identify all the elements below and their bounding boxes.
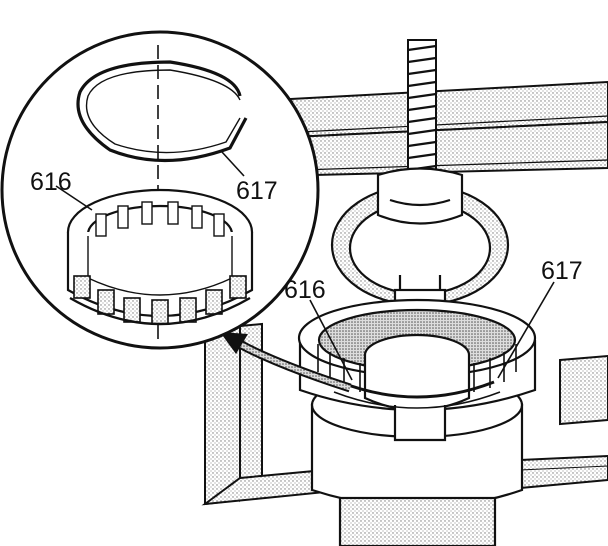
inset-roller-clutch <box>66 188 254 326</box>
press-adapter <box>330 167 510 314</box>
callout-617-assembly: 617 <box>541 257 583 285</box>
fixture-post-left <box>204 324 241 506</box>
inset-snap-ring <box>76 60 248 163</box>
direction-arrow <box>220 332 352 393</box>
assembly-leader-616 <box>309 299 353 381</box>
inset-leader-617 <box>221 151 245 177</box>
callout-616-assembly: 616 <box>284 276 326 304</box>
detail-inset <box>0 30 320 350</box>
inset-leader-616 <box>55 185 93 211</box>
bench-fixture <box>201 80 608 506</box>
press-screw <box>407 39 437 191</box>
callout-616-inset: 616 <box>30 168 72 196</box>
assembly-leader-617 <box>497 281 555 379</box>
clutch-drum-assembly <box>297 298 537 546</box>
callout-617-inset: 617 <box>236 177 278 205</box>
